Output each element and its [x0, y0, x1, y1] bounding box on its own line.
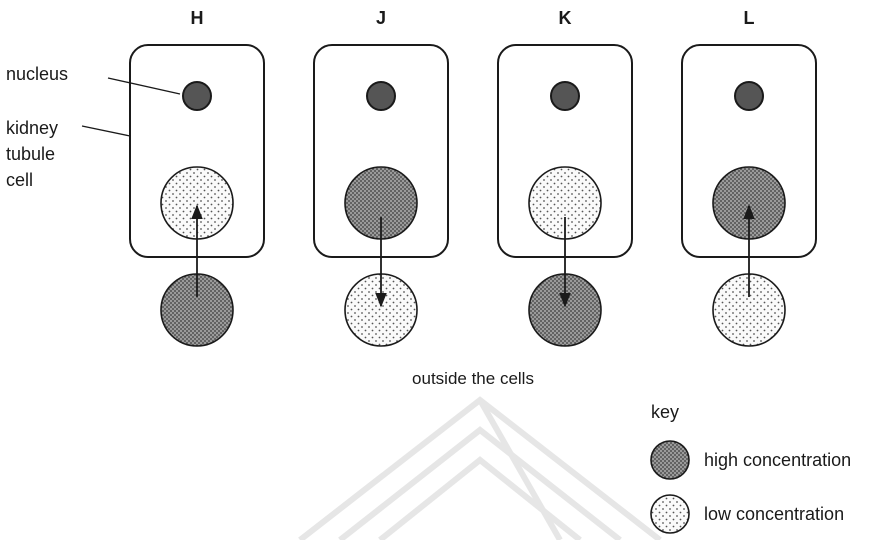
watermark	[298, 396, 662, 540]
cell-titles: H J K L	[191, 8, 755, 28]
cell-h-nucleus	[182, 81, 212, 111]
cell-l-nucleus	[734, 81, 764, 111]
cell-title-k: K	[559, 8, 572, 28]
side-labels: nucleus kidney tubule cell	[6, 64, 181, 190]
key-high-swatch	[650, 440, 690, 480]
kidney-label-line3: cell	[6, 170, 33, 190]
cell-l	[681, 44, 817, 347]
cell-title-h: H	[191, 8, 204, 28]
cell-k	[497, 44, 633, 347]
cell-j-nucleus	[366, 81, 396, 111]
cells-layer	[129, 44, 817, 347]
kidney-label-line2: tubule	[6, 144, 55, 164]
cell-title-j: J	[376, 8, 386, 28]
nucleus-leader-line	[107, 77, 181, 95]
key-low-label: low concentration	[704, 504, 844, 524]
outside-cells-label: outside the cells	[412, 369, 534, 388]
cell-j	[313, 44, 449, 347]
kidney-leader-line	[81, 125, 131, 137]
key-low-swatch	[650, 494, 690, 534]
cell-title-l: L	[744, 8, 755, 28]
cell-k-nucleus	[550, 81, 580, 111]
key-high-label: high concentration	[704, 450, 851, 470]
kidney-label-line1: kidney	[6, 118, 58, 138]
key: key high concentration low concentration	[650, 402, 851, 534]
nucleus-label: nucleus	[6, 64, 68, 84]
key-title: key	[651, 402, 679, 422]
cell-h	[129, 44, 265, 347]
